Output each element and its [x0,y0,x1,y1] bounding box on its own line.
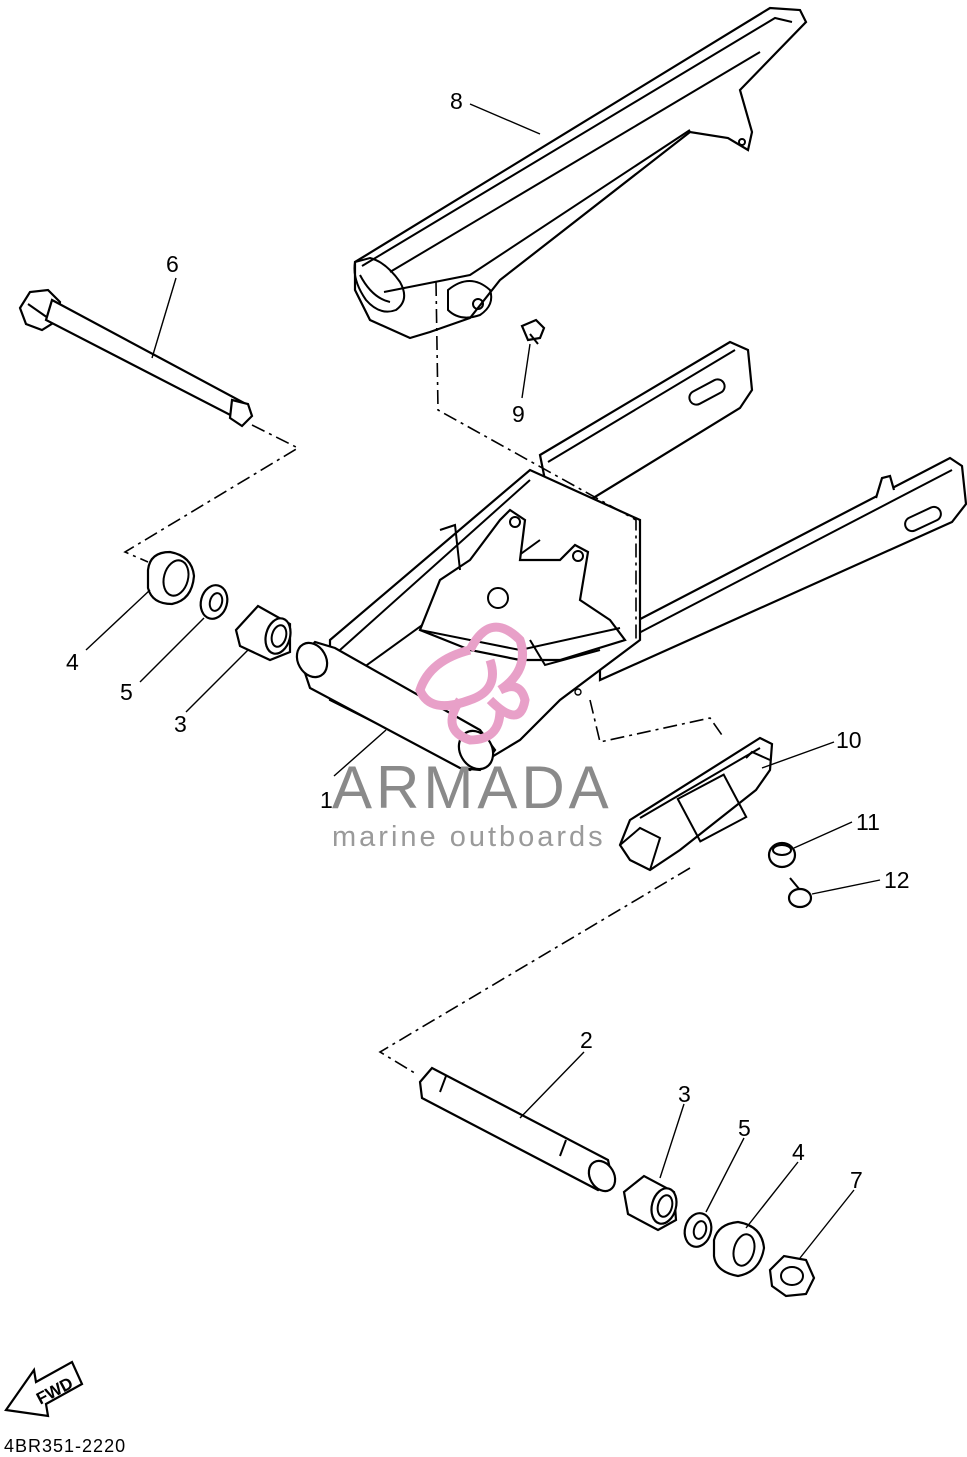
callout-6: 6 [166,251,179,277]
callout-4-lower: 4 [792,1139,805,1165]
armada-watermark: ARMADA marine outboards [332,622,613,853]
assembly-lines [123,281,725,1076]
bearing-lower-part[interactable] [622,1174,680,1232]
watermark-title: ARMADA [332,754,613,821]
callouts: 8 6 9 4 5 3 1 10 11 12 2 3 5 4 7 [66,88,910,1193]
oil-seal-upper-part[interactable] [146,550,196,606]
callout-8: 8 [450,88,463,114]
drawing-code: 4BR351-2220 [4,1436,126,1456]
callout-7: 7 [850,1167,863,1193]
callout-4-upper: 4 [66,649,79,675]
chain-case-part[interactable] [353,6,808,340]
case-bolt-part[interactable] [520,318,546,345]
callout-3-lower: 3 [678,1081,691,1107]
callout-12: 12 [884,867,910,893]
leader-lines [85,103,881,1259]
callout-2: 2 [580,1027,593,1053]
chain-support-part[interactable] [618,736,774,872]
callout-11: 11 [856,809,880,835]
pivot-shaft-part[interactable] [418,1066,620,1196]
armada-logo-icon [415,622,530,745]
oil-seal-lower-part[interactable] [712,1220,766,1278]
bearing-upper-part[interactable] [234,604,294,662]
watermark-subtitle: marine outboards [332,821,606,853]
callout-9: 9 [512,401,525,427]
callout-5-upper: 5 [120,679,133,705]
washer-upper-part[interactable] [197,582,231,622]
callout-1: 1 [320,787,333,813]
callout-3-upper: 3 [174,711,187,737]
nut-part[interactable] [768,1254,816,1298]
washer-lower-part[interactable] [681,1210,715,1250]
axle-bolt-part[interactable] [18,288,254,428]
callout-5-lower: 5 [738,1115,751,1141]
collar-part[interactable] [767,841,797,869]
callout-10: 10 [836,727,862,753]
fwd-arrow: FWD [4,1360,84,1418]
rear-arm-part[interactable] [291,340,967,775]
support-bolt-part[interactable] [787,877,813,909]
